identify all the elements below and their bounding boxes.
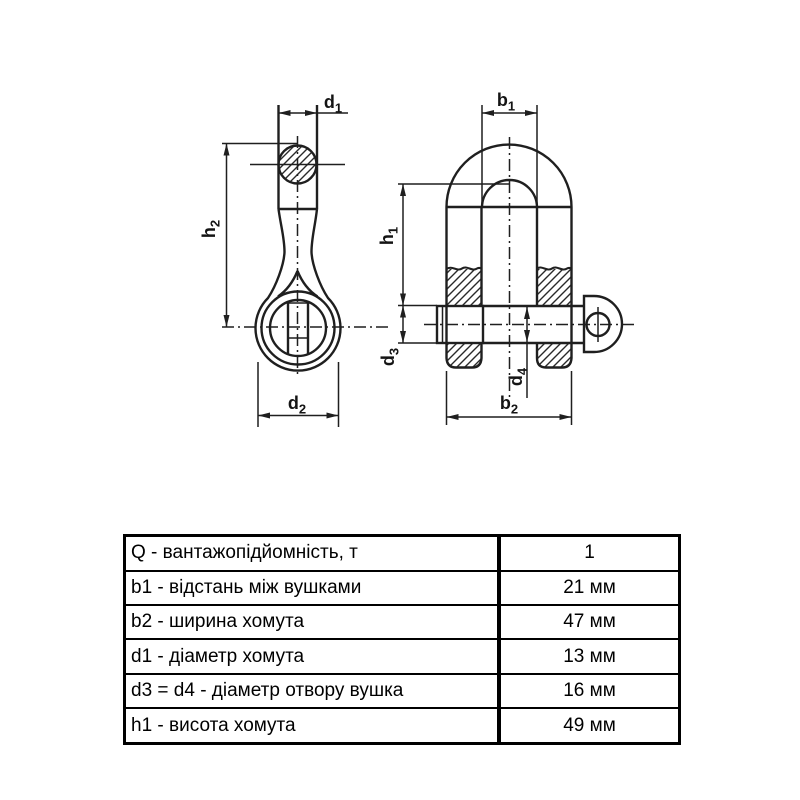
value-cell: 47 мм xyxy=(497,604,680,641)
param-cell: b1 - відстань між вушками xyxy=(124,569,499,607)
left-leg-outline xyxy=(445,207,483,369)
right-leg-upper-hatch xyxy=(537,269,572,305)
shackle-technical-drawing xyxy=(222,105,638,427)
value-cell: 49 мм xyxy=(497,707,680,745)
dim-label-b2: b2 xyxy=(499,393,519,417)
pin-shank xyxy=(483,304,584,345)
value-cell: 21 мм xyxy=(497,569,680,607)
dim-label-d1: d1 xyxy=(323,92,343,116)
spec-table: Q - вантажопідйомність, т 1 b1 - відстан… xyxy=(123,534,681,745)
param-cell: Q - вантажопідйомність, т xyxy=(124,534,499,572)
pin-through-hole xyxy=(286,302,310,355)
value-cell: 13 мм xyxy=(497,638,680,675)
pin-head xyxy=(435,304,485,345)
shank-and-eye-outline xyxy=(254,208,342,372)
b1-extension-lines xyxy=(481,105,538,207)
left-leg-upper-hatch xyxy=(446,269,482,305)
right-leg-break-line xyxy=(536,266,572,271)
table-row: h1 - висота хомута 49 мм xyxy=(124,707,680,745)
dim-label-d4: d4 xyxy=(506,367,530,387)
dim-label-h1: h1 xyxy=(377,226,401,246)
table-row: b2 - ширина хомута 47 мм xyxy=(124,604,680,641)
param-cell: b2 - ширина хомута xyxy=(124,604,499,641)
front-view-figure xyxy=(398,105,638,425)
table-row: d3 = d4 - діаметр отвору вушка 16 мм xyxy=(124,672,680,710)
dim-label-h2: h2 xyxy=(199,219,223,239)
param-cell: d3 = d4 - діаметр отвору вушка xyxy=(124,672,499,710)
param-cell: h1 - висота хомута xyxy=(124,707,499,745)
right-leg-lower-hatch xyxy=(537,344,572,368)
dim-label-b1: b1 xyxy=(496,90,516,114)
param-cell: d1 - діаметр хомута xyxy=(124,638,499,675)
table-row: Q - вантажопідйомність, т 1 xyxy=(124,534,680,572)
bow-inner-arc xyxy=(480,178,539,208)
right-leg-outline xyxy=(535,207,573,369)
dim-label-d2: d2 xyxy=(287,393,307,417)
table-row: d1 - діаметр хомута 13 мм xyxy=(124,638,680,675)
value-cell: 1 xyxy=(497,534,680,572)
left-leg-break-line xyxy=(445,266,482,271)
table-row: b1 - відстань між вушками 21 мм xyxy=(124,569,680,607)
value-cell: 16 мм xyxy=(497,672,680,710)
dim-label-d3: d3 xyxy=(378,347,402,367)
left-leg-lower-hatch xyxy=(446,344,482,368)
side-view-figure xyxy=(222,105,388,427)
pin-eye-outline xyxy=(582,294,624,354)
